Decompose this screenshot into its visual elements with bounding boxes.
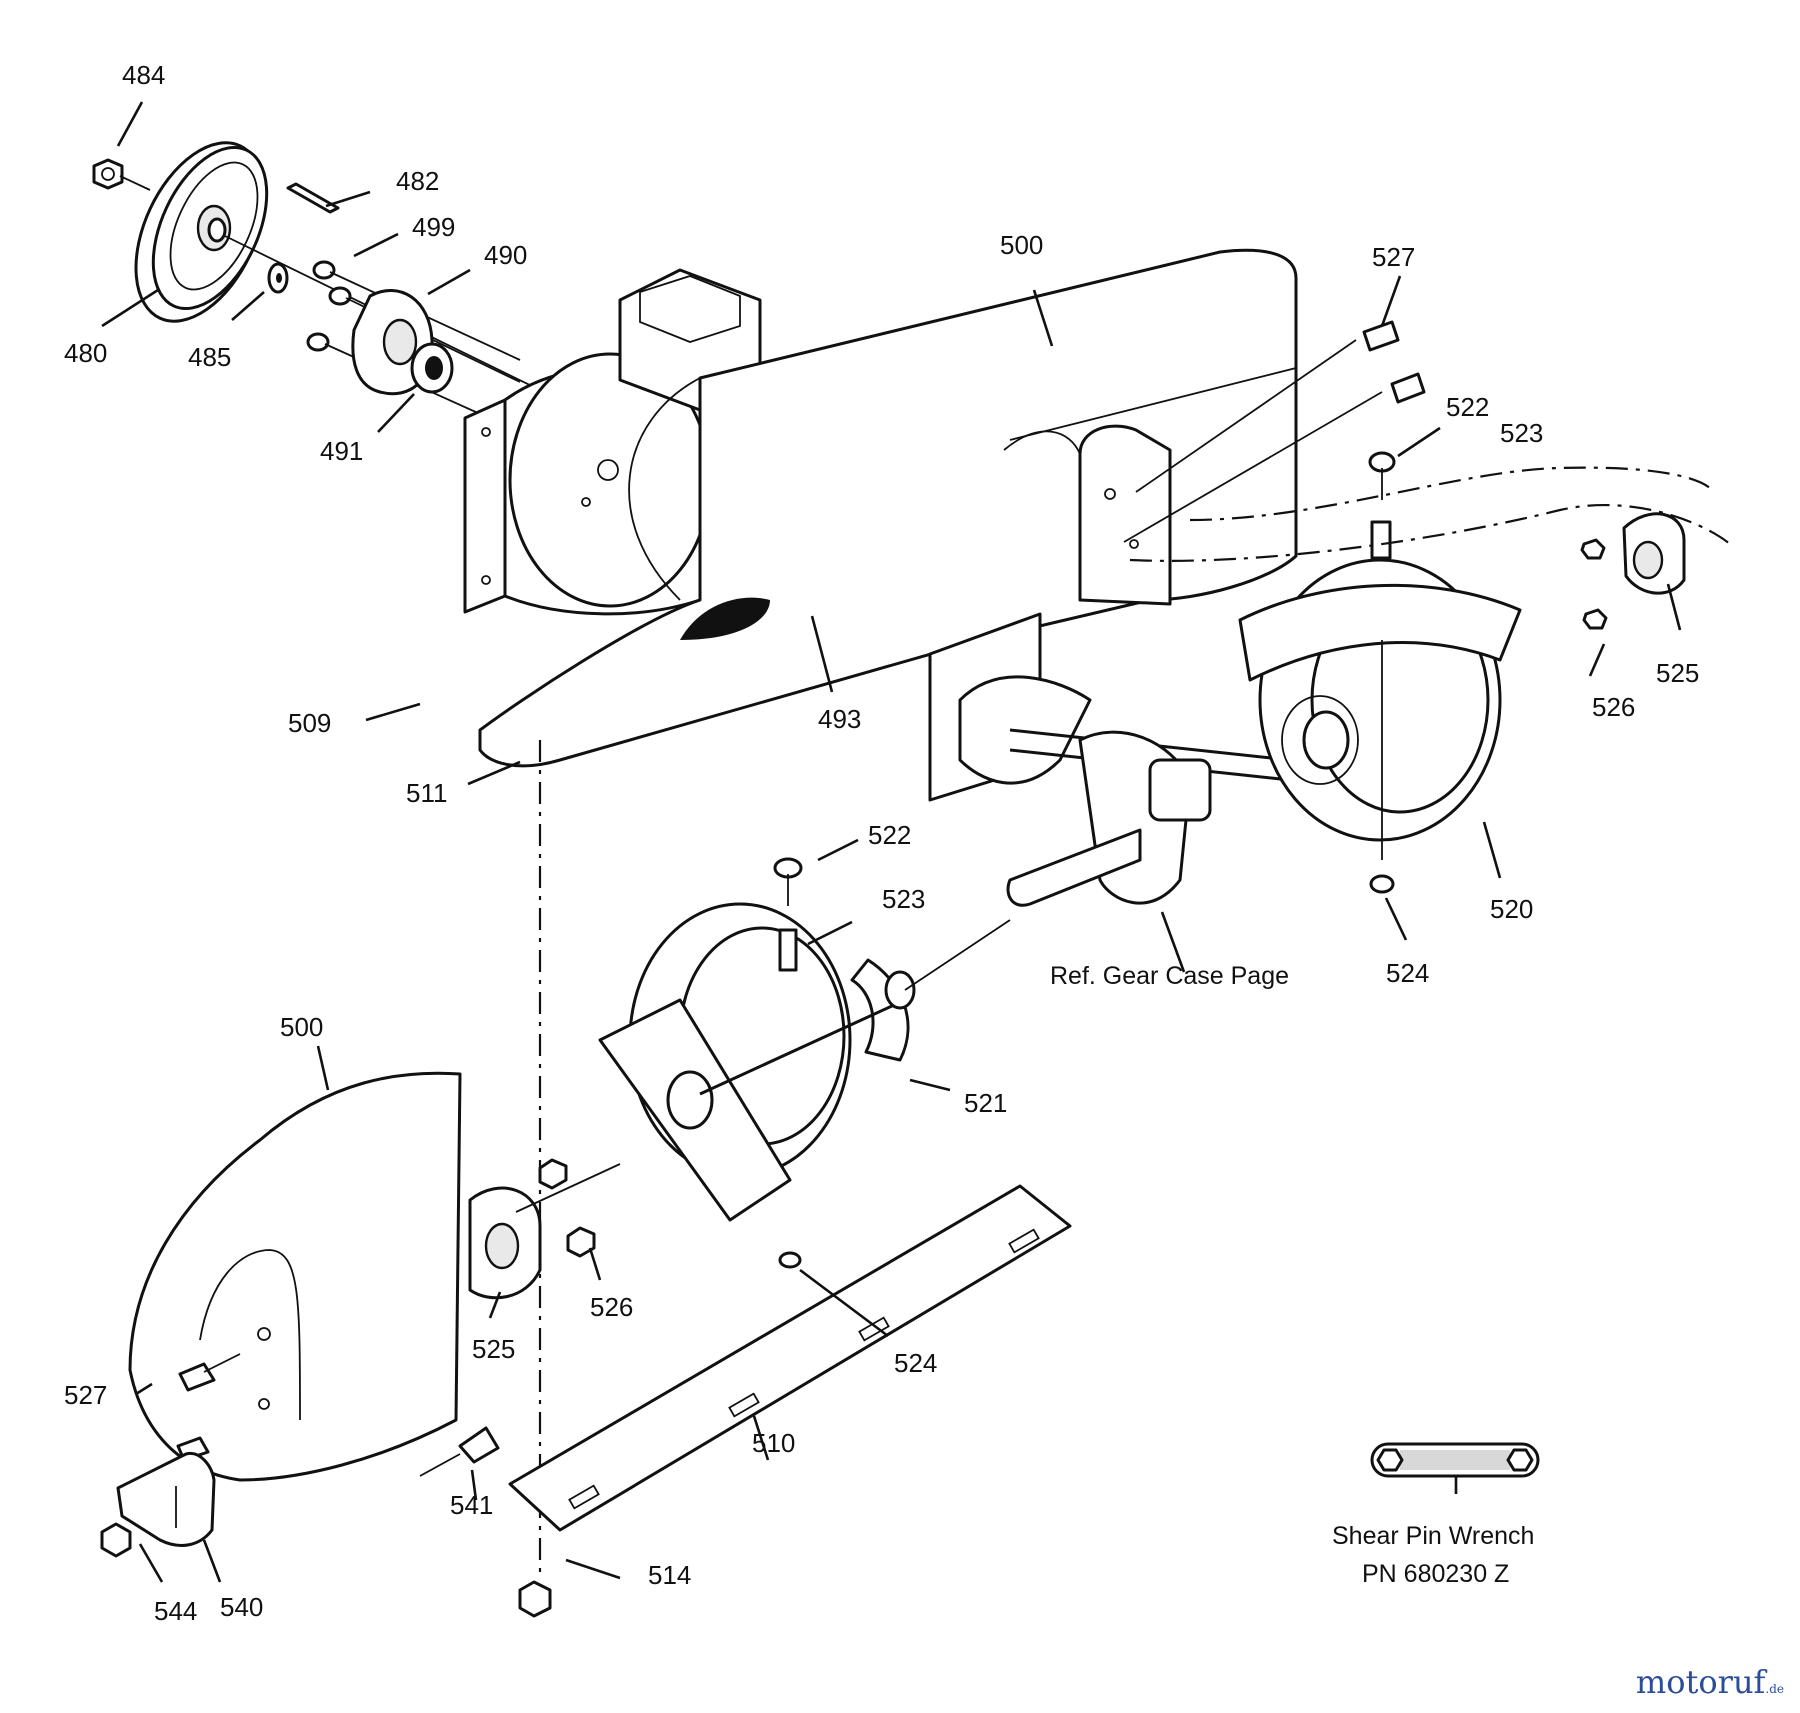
callout-540: 540 — [220, 1592, 263, 1622]
callout-484: 484 — [122, 60, 165, 90]
callout-526-lower: 526 — [590, 1292, 633, 1322]
callout-480: 480 — [64, 338, 107, 368]
callout-524-lower: 524 — [894, 1348, 937, 1378]
auger-arc-lower — [1129, 503, 1731, 562]
callout-labels: 484 482 499 490 480 485 491 500 527 522 … — [64, 60, 1699, 1626]
callout-520: 520 — [1490, 894, 1533, 924]
callout-527-lower: 527 — [64, 1380, 107, 1410]
part-485-washer — [267, 262, 289, 294]
part-500-side-plate-lower — [128, 1071, 462, 1482]
part-522-shear-bolt-lower — [773, 857, 803, 972]
shear-pin-wrench-part-number: PN 680230 Z — [1362, 1560, 1509, 1588]
callout-493: 493 — [818, 704, 861, 734]
part-510-scraper-bar — [508, 1184, 1072, 1532]
callout-524-upper: 524 — [1386, 958, 1429, 988]
callout-523-lower: 523 — [882, 884, 925, 914]
part-482-key — [286, 182, 340, 214]
callout-509: 509 — [288, 708, 331, 738]
part-484-nut — [92, 158, 124, 190]
gear-case-assembly — [928, 612, 1291, 907]
shear-pin-wrench — [1370, 1442, 1540, 1494]
callout-490: 490 — [484, 240, 527, 270]
site-watermark-logo: motoruf.de — [1636, 1663, 1784, 1701]
callout-522-upper: 522 — [1446, 392, 1489, 422]
part-521-auger-spiral-left — [598, 902, 916, 1269]
part-480-pulley — [134, 141, 269, 323]
callout-525-lower: 525 — [472, 1334, 515, 1364]
part-525-flange-right — [1622, 512, 1686, 595]
pulley-group — [92, 141, 541, 433]
callout-500-lower: 500 — [280, 1012, 323, 1042]
part-500-housing-upper — [463, 248, 1298, 768]
part-541-bolt — [419, 1426, 500, 1477]
callout-499: 499 — [412, 212, 455, 242]
callout-544: 544 — [154, 1596, 197, 1626]
part-520-auger-spiral-right — [1238, 558, 1522, 894]
callout-500-upper: 500 — [1000, 230, 1043, 260]
part-514-nut — [518, 1580, 552, 1618]
callout-526-upper: 526 — [1592, 692, 1635, 722]
callout-523-upper: 523 — [1500, 418, 1543, 448]
watermark-brand: motoruf — [1635, 1663, 1766, 1701]
callout-527-upper: 527 — [1372, 242, 1415, 272]
auger-arc-upper — [1189, 466, 1711, 522]
part-525-flange-lower — [468, 1163, 621, 1300]
callout-leaders — [101, 101, 1682, 1583]
watermark-suffix: .de — [1765, 1682, 1784, 1696]
callout-510: 510 — [752, 1428, 795, 1458]
callout-514: 514 — [648, 1560, 691, 1590]
part-540-skid-shoe — [116, 1451, 216, 1547]
shear-pin-wrench-title: Shear Pin Wrench — [1332, 1522, 1534, 1550]
part-526-nuts-lower — [538, 1158, 596, 1258]
part-544-nut — [100, 1522, 132, 1558]
part-491-bearing — [410, 342, 454, 394]
callout-482: 482 — [396, 166, 439, 196]
gear-case-reference-note: Ref. Gear Case Page — [1050, 962, 1289, 990]
callout-525-upper: 525 — [1656, 658, 1699, 688]
callout-491: 491 — [320, 436, 363, 466]
part-526-nuts-right — [1580, 538, 1608, 630]
part-522-shear-bolt-upper — [1368, 451, 1396, 560]
callout-522-lower: 522 — [868, 820, 911, 850]
part-527-bolts-right — [1362, 320, 1426, 404]
callout-511: 511 — [406, 778, 447, 808]
callout-541: 541 — [450, 1490, 493, 1520]
callout-521: 521 — [964, 1088, 1007, 1118]
callout-485: 485 — [188, 342, 231, 372]
